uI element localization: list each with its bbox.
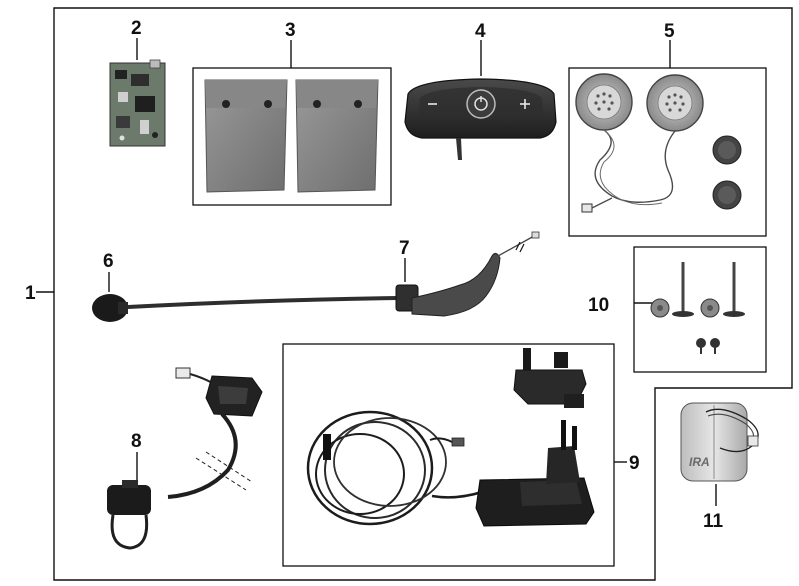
kit-outline-frame bbox=[53, 7, 793, 581]
speakers-box bbox=[568, 67, 767, 237]
callout-6: 6 bbox=[103, 251, 114, 272]
battery-brand-marking: IRA bbox=[689, 455, 710, 469]
callout-1: 1 bbox=[25, 283, 36, 304]
callout-10: 10 bbox=[588, 295, 609, 316]
callout-9: 9 bbox=[629, 453, 640, 474]
callout-11: 11 bbox=[703, 511, 724, 532]
callout-7: 7 bbox=[399, 238, 410, 259]
callout-5: 5 bbox=[664, 21, 675, 42]
mounting-bracket-item bbox=[395, 231, 540, 317]
callout-8: 8 bbox=[131, 431, 142, 452]
microphone-boom-item bbox=[92, 272, 399, 322]
screws-item bbox=[633, 246, 767, 373]
callout-2: 2 bbox=[131, 18, 142, 39]
battery-item: IRA bbox=[680, 402, 759, 506]
callout-4: 4 bbox=[475, 21, 486, 42]
circuit-board-item bbox=[109, 38, 166, 147]
control-unit-item bbox=[404, 40, 557, 160]
charger-item bbox=[282, 343, 627, 567]
speakers-item bbox=[568, 40, 767, 237]
cable-harness-item bbox=[107, 367, 263, 550]
screws-box bbox=[633, 246, 767, 373]
callout-3: 3 bbox=[285, 20, 296, 41]
charger-box bbox=[282, 343, 615, 567]
pouches-box bbox=[192, 67, 392, 206]
pouches-item bbox=[192, 40, 392, 206]
